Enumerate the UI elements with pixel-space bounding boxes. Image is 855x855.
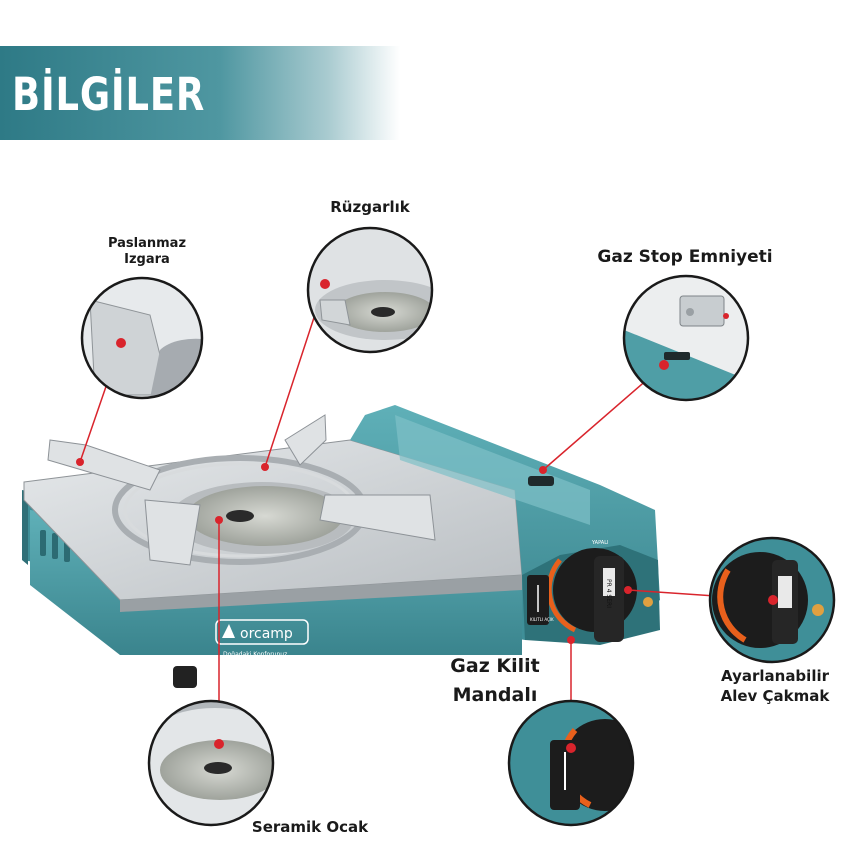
gas-stop-vent	[528, 476, 554, 486]
label-ayarlanabilir-alev-cakmak: Ayarlanabilir Alev Çakmak	[720, 667, 830, 705]
stove-body: orcamp Doğadaki Konforunuz PR 4 SERI YAP…	[22, 405, 660, 688]
header-banner	[0, 46, 400, 140]
svg-text:KILITLI AÇIK: KILITLI AÇIK	[530, 617, 554, 622]
callout-dots	[76, 458, 632, 644]
detail-circle-ruzgarlik	[306, 226, 434, 354]
label-ruzgarlik: Rüzgarlık	[330, 198, 410, 216]
svg-text:orcamp: orcamp	[240, 626, 293, 642]
detail-circle-gaz-kilit	[507, 699, 635, 827]
label-seramik-ocak: Seramik Ocak	[251, 818, 369, 836]
label-gaz-stop-emniyeti: Gaz Stop Emniyeti	[597, 247, 773, 267]
page-title: BİLGİLER	[12, 68, 206, 121]
label-gaz-kilit-mandali: Gaz Kilit Mandalı	[450, 655, 540, 706]
svg-text:YAPALI: YAPALI	[591, 540, 608, 546]
detail-circle-paslanmaz	[80, 276, 204, 400]
svg-text:Doğadaki Konforunuz: Doğadaki Konforunuz	[223, 651, 287, 658]
detail-circle-seramik	[147, 699, 275, 827]
ignition-knob: PR 4 SERI YAPALI KILITLI AÇIK	[522, 540, 660, 645]
detail-circle-ayarlanabilir	[708, 536, 836, 664]
svg-text:PR 4 SERI: PR 4 SERI	[605, 579, 612, 608]
detail-circle-gaz-stop	[622, 274, 750, 402]
brand-logo: orcamp Doğadaki Konforunuz	[215, 619, 309, 658]
label-paslanmaz-izgara: Paslanmaz Izgara	[107, 236, 187, 267]
